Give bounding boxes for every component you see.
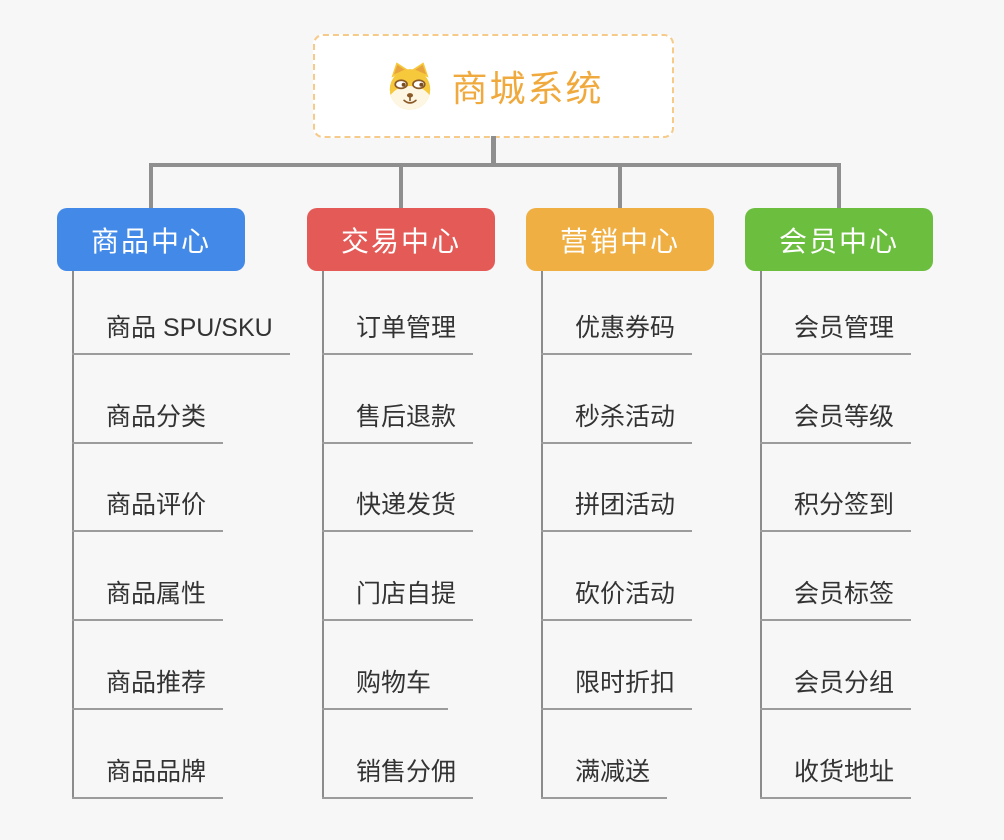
leaf-node[interactable]: 售后退款 [322, 397, 474, 444]
leaf-node[interactable]: 收货地址 [760, 752, 912, 799]
leaf-node[interactable]: 拼团活动 [541, 485, 693, 533]
leaf-node[interactable]: 商品推荐 [72, 663, 224, 710]
leaf-node[interactable]: 会员管理 [760, 308, 912, 355]
branch-node-member-center[interactable]: 会员中心 [745, 208, 933, 271]
leaf-row: 销售分佣 [322, 710, 562, 799]
leaf-row: 拼团活动 [541, 444, 781, 533]
connector-drop [149, 163, 153, 208]
connector-root-stub [491, 136, 496, 166]
leaf-row: 订单管理 [322, 266, 562, 355]
leaf-node[interactable]: 商品评价 [72, 485, 224, 533]
leaf-node[interactable]: 商品 SPU/SKU [72, 308, 290, 355]
leaf-node[interactable]: 满减送 [541, 752, 668, 799]
leaf-node[interactable]: 商品品牌 [72, 752, 224, 799]
leaf-row: 会员分组 [760, 621, 1000, 710]
connector-bus [149, 163, 840, 167]
branch-children-trade-center: 订单管理 售后退款 快递发货 门店自提 购物车 销售分佣 [322, 266, 562, 799]
leaf-row: 砍价活动 [541, 532, 781, 622]
leaf-row: 商品分类 [72, 355, 312, 444]
branch-spine [322, 271, 324, 799]
root-title: 商城系统 [451, 68, 604, 109]
leaf-row: 满减送 [541, 710, 781, 799]
leaf-node[interactable]: 会员标签 [760, 574, 912, 622]
connector-drop [837, 163, 841, 208]
branch-label: 会员中心 [778, 225, 899, 257]
branch-children-marketing-center: 优惠券码 秒杀活动 拼团活动 砍价活动 限时折扣 满减送 [541, 266, 781, 799]
connector-drop [399, 163, 403, 208]
leaf-row: 会员等级 [760, 355, 1000, 444]
dog-face-icon [390, 62, 431, 110]
root-node[interactable]: 商城系统 [313, 34, 674, 138]
branch-children-member-center: 会员管理 会员等级 积分签到 会员标签 会员分组 收货地址 [760, 266, 1000, 799]
leaf-node[interactable]: 销售分佣 [322, 752, 474, 799]
leaf-node[interactable]: 砍价活动 [541, 574, 693, 622]
leaf-node[interactable]: 门店自提 [322, 574, 474, 622]
leaf-node[interactable]: 优惠券码 [541, 308, 693, 355]
leaf-node[interactable]: 订单管理 [322, 308, 474, 355]
leaf-row: 收货地址 [760, 710, 1000, 799]
leaf-row: 优惠券码 [541, 266, 781, 355]
branch-label: 交易中心 [340, 225, 461, 257]
branch-spine [760, 271, 762, 799]
leaf-row: 售后退款 [322, 355, 562, 444]
leaf-node[interactable]: 商品属性 [72, 574, 224, 622]
leaf-row: 购物车 [322, 621, 562, 710]
leaf-node[interactable]: 秒杀活动 [541, 397, 693, 444]
leaf-node[interactable]: 积分签到 [760, 485, 912, 533]
branch-spine [72, 271, 74, 799]
branch-node-trade-center[interactable]: 交易中心 [307, 208, 495, 271]
leaf-row: 会员标签 [760, 532, 1000, 622]
leaf-row: 商品推荐 [72, 621, 312, 710]
branch-node-product-center[interactable]: 商品中心 [57, 208, 245, 271]
leaf-row: 商品属性 [72, 532, 312, 622]
leaf-node[interactable]: 会员等级 [760, 397, 912, 444]
leaf-row: 积分签到 [760, 444, 1000, 533]
leaf-row: 限时折扣 [541, 621, 781, 710]
leaf-row: 商品品牌 [72, 710, 312, 799]
leaf-row: 快递发货 [322, 444, 562, 533]
leaf-row: 商品 SPU/SKU [72, 266, 312, 355]
leaf-node[interactable]: 会员分组 [760, 663, 912, 710]
leaf-node[interactable]: 限时折扣 [541, 663, 693, 710]
branch-label: 商品中心 [90, 225, 211, 257]
leaf-node[interactable]: 快递发货 [322, 485, 474, 533]
leaf-row: 商品评价 [72, 444, 312, 533]
leaf-row: 会员管理 [760, 266, 1000, 355]
leaf-row: 门店自提 [322, 532, 562, 622]
leaf-node[interactable]: 商品分类 [72, 397, 224, 444]
leaf-row: 秒杀活动 [541, 355, 781, 444]
branch-spine [541, 271, 543, 799]
branch-node-marketing-center[interactable]: 营销中心 [526, 208, 714, 271]
branch-label: 营销中心 [559, 225, 680, 257]
connector-drop [618, 163, 622, 208]
leaf-node[interactable]: 购物车 [322, 663, 449, 710]
branch-children-product-center: 商品 SPU/SKU 商品分类 商品评价 商品属性 商品推荐 商品品牌 [72, 266, 312, 799]
